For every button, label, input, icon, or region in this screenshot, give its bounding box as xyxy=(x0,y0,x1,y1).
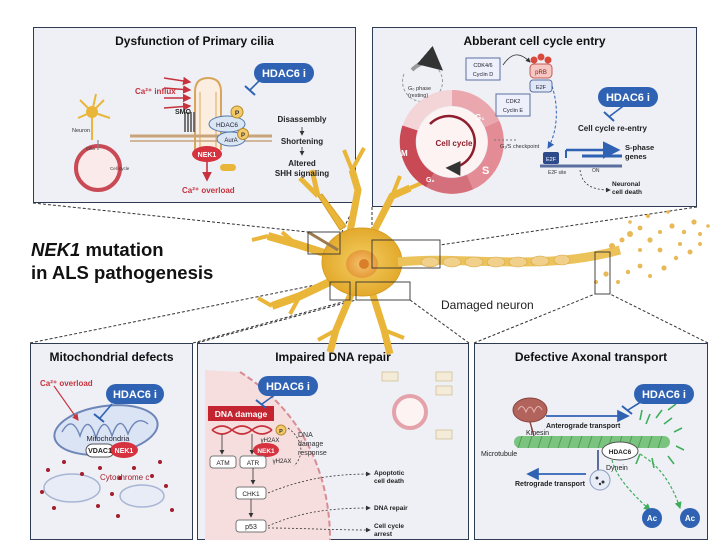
cc-prb: pRB xyxy=(535,70,547,76)
axon-microtubule: Microtubule xyxy=(481,451,517,458)
cc-sphase: S-phase xyxy=(625,143,654,152)
dna-response-1: DNA xyxy=(298,432,313,439)
cc-s: S xyxy=(482,165,489,177)
cilia-hdac6: HDAC6 xyxy=(216,122,238,129)
mito-nek1: NEK1 xyxy=(115,448,134,455)
cc-cyclind: Cyclin D xyxy=(473,72,494,78)
cc-on: ON xyxy=(592,168,600,174)
cc-m: M xyxy=(401,149,408,158)
dna-h2ax-bottom: γH2AX xyxy=(273,459,292,465)
dna-h2ax-top: γH2AX xyxy=(261,438,280,444)
panel-title-cilia: Dysfunction of Primary cilia xyxy=(115,34,274,48)
cilia-p2: P xyxy=(241,133,245,139)
cilia-smo: SMO xyxy=(175,109,192,116)
cc-cycline: Cyclin E xyxy=(503,108,524,114)
cellcycle-diagram xyxy=(399,45,658,194)
cc-reentry: Cell cycle re-entry xyxy=(578,124,647,133)
main-title-line1: NEK1 mutation xyxy=(31,239,164,260)
mito-diagram xyxy=(40,384,174,518)
dna-apoptotic-2: cell death xyxy=(374,478,404,485)
cc-resting: (resting) xyxy=(408,93,428,99)
axon-diagram xyxy=(512,384,700,528)
cc-celldeath: cell death xyxy=(612,189,642,196)
main-title-gene: NEK1 xyxy=(31,239,80,260)
small-cellcycle-label: Cell cycle xyxy=(110,166,130,171)
cilia-ca-overload: Ca²⁺ overload xyxy=(182,186,235,195)
small-cilia-label: Cilia xyxy=(86,146,95,151)
cc-g0: G₀ phase xyxy=(408,86,431,92)
cilia-aura: AurA xyxy=(224,138,237,144)
axon-ac-1: Ac xyxy=(647,514,658,523)
cilia-step-2: Shortening xyxy=(281,137,323,146)
mito-cytochrome-c: Cytochrome c xyxy=(100,473,149,482)
damaged-neuron-label: Damaged neuron xyxy=(441,298,534,312)
cc-genes: genes xyxy=(625,152,647,161)
cc-g1: G₁ xyxy=(475,113,485,122)
cc-cdk46: CDK4/6 xyxy=(473,63,492,69)
cilia-p1: P xyxy=(235,110,240,117)
panel-title-axon: Defective Axonal transport xyxy=(514,350,668,364)
connector-lines xyxy=(29,202,709,344)
small-neuron-label: Neuron xyxy=(72,128,90,134)
mito-vdac1: VDAC1 xyxy=(88,448,112,455)
dna-damage: DNA damage xyxy=(215,409,268,419)
main-title-rest: mutation xyxy=(80,239,163,260)
cilia-step-4: SHH signaling xyxy=(275,169,329,178)
cilia-ca-influx: Ca²⁺ influx xyxy=(135,87,176,96)
dna-arrest-2: arrest xyxy=(374,531,393,538)
axon-hdac6: HDAC6 xyxy=(609,449,632,456)
main-title-line2: in ALS pathogenesis xyxy=(31,262,213,283)
cellcycle-hdac6-inhibitor: HDAC6 i xyxy=(606,92,650,104)
damaged-neuron-illustration xyxy=(251,147,710,355)
axon-ac-2: Ac xyxy=(685,514,696,523)
dna-apoptotic-1: Apoptotic xyxy=(374,470,405,477)
dna-chk1: CHK1 xyxy=(242,491,260,498)
dna-diagram xyxy=(205,370,453,541)
mito-ca-overload: Ca²⁺ overload xyxy=(40,379,93,388)
cc-e2f-box: E2F xyxy=(546,157,557,163)
axon-dynein: Dynein xyxy=(606,465,628,472)
dna-hdac6-inhibitor: HDAC6 i xyxy=(266,381,310,393)
axon-retrograde: Retrograde transport xyxy=(515,481,586,488)
cc-cdk2: CDK2 xyxy=(506,99,521,105)
dna-response-2: damage xyxy=(298,441,323,448)
cc-checkpoint: G₁/S checkpoint xyxy=(500,144,540,150)
dna-atr: ATR xyxy=(247,460,260,467)
cc-neuronal: Neuronal xyxy=(612,181,640,188)
cc-g2: G₂ xyxy=(426,177,435,184)
panel-title-cellcycle: Abberant cell cycle entry xyxy=(463,34,606,48)
dna-repair: DNA repair xyxy=(374,505,408,512)
cilia-diagram: Neuron Cilia Cell cycle xyxy=(72,63,314,192)
cilia-step-3: Altered xyxy=(288,159,316,168)
axon-kinesin: Kinesin xyxy=(526,430,549,437)
dna-p: P xyxy=(279,429,283,435)
dna-p53: p53 xyxy=(245,524,257,531)
dna-atm: ATM xyxy=(216,460,229,467)
cilia-nek1: NEK1 xyxy=(198,152,217,159)
cc-e2f-site: E2F site xyxy=(548,170,567,176)
cilia-hdac6-inhibitor: HDAC6 i xyxy=(262,68,306,80)
cc-center-label: Cell cycle xyxy=(436,139,473,148)
axon-hdac6-inhibitor: HDAC6 i xyxy=(642,389,686,401)
cc-e2f-top: E2F xyxy=(536,85,547,91)
cilia-step-1: Disassembly xyxy=(278,115,327,124)
axon-anterograde: Anterograde transport xyxy=(546,423,621,430)
mito-label: Mitochondria xyxy=(87,434,131,443)
dna-nek1: NEK1 xyxy=(257,448,275,455)
dna-arrest-1: Cell cycle xyxy=(374,523,404,530)
panel-title-mito: Mitochondrial defects xyxy=(49,350,174,364)
dna-response-3: response xyxy=(298,450,327,457)
panel-title-dna: Impaired DNA repair xyxy=(275,350,391,364)
mito-hdac6-inhibitor: HDAC6 i xyxy=(113,389,157,401)
